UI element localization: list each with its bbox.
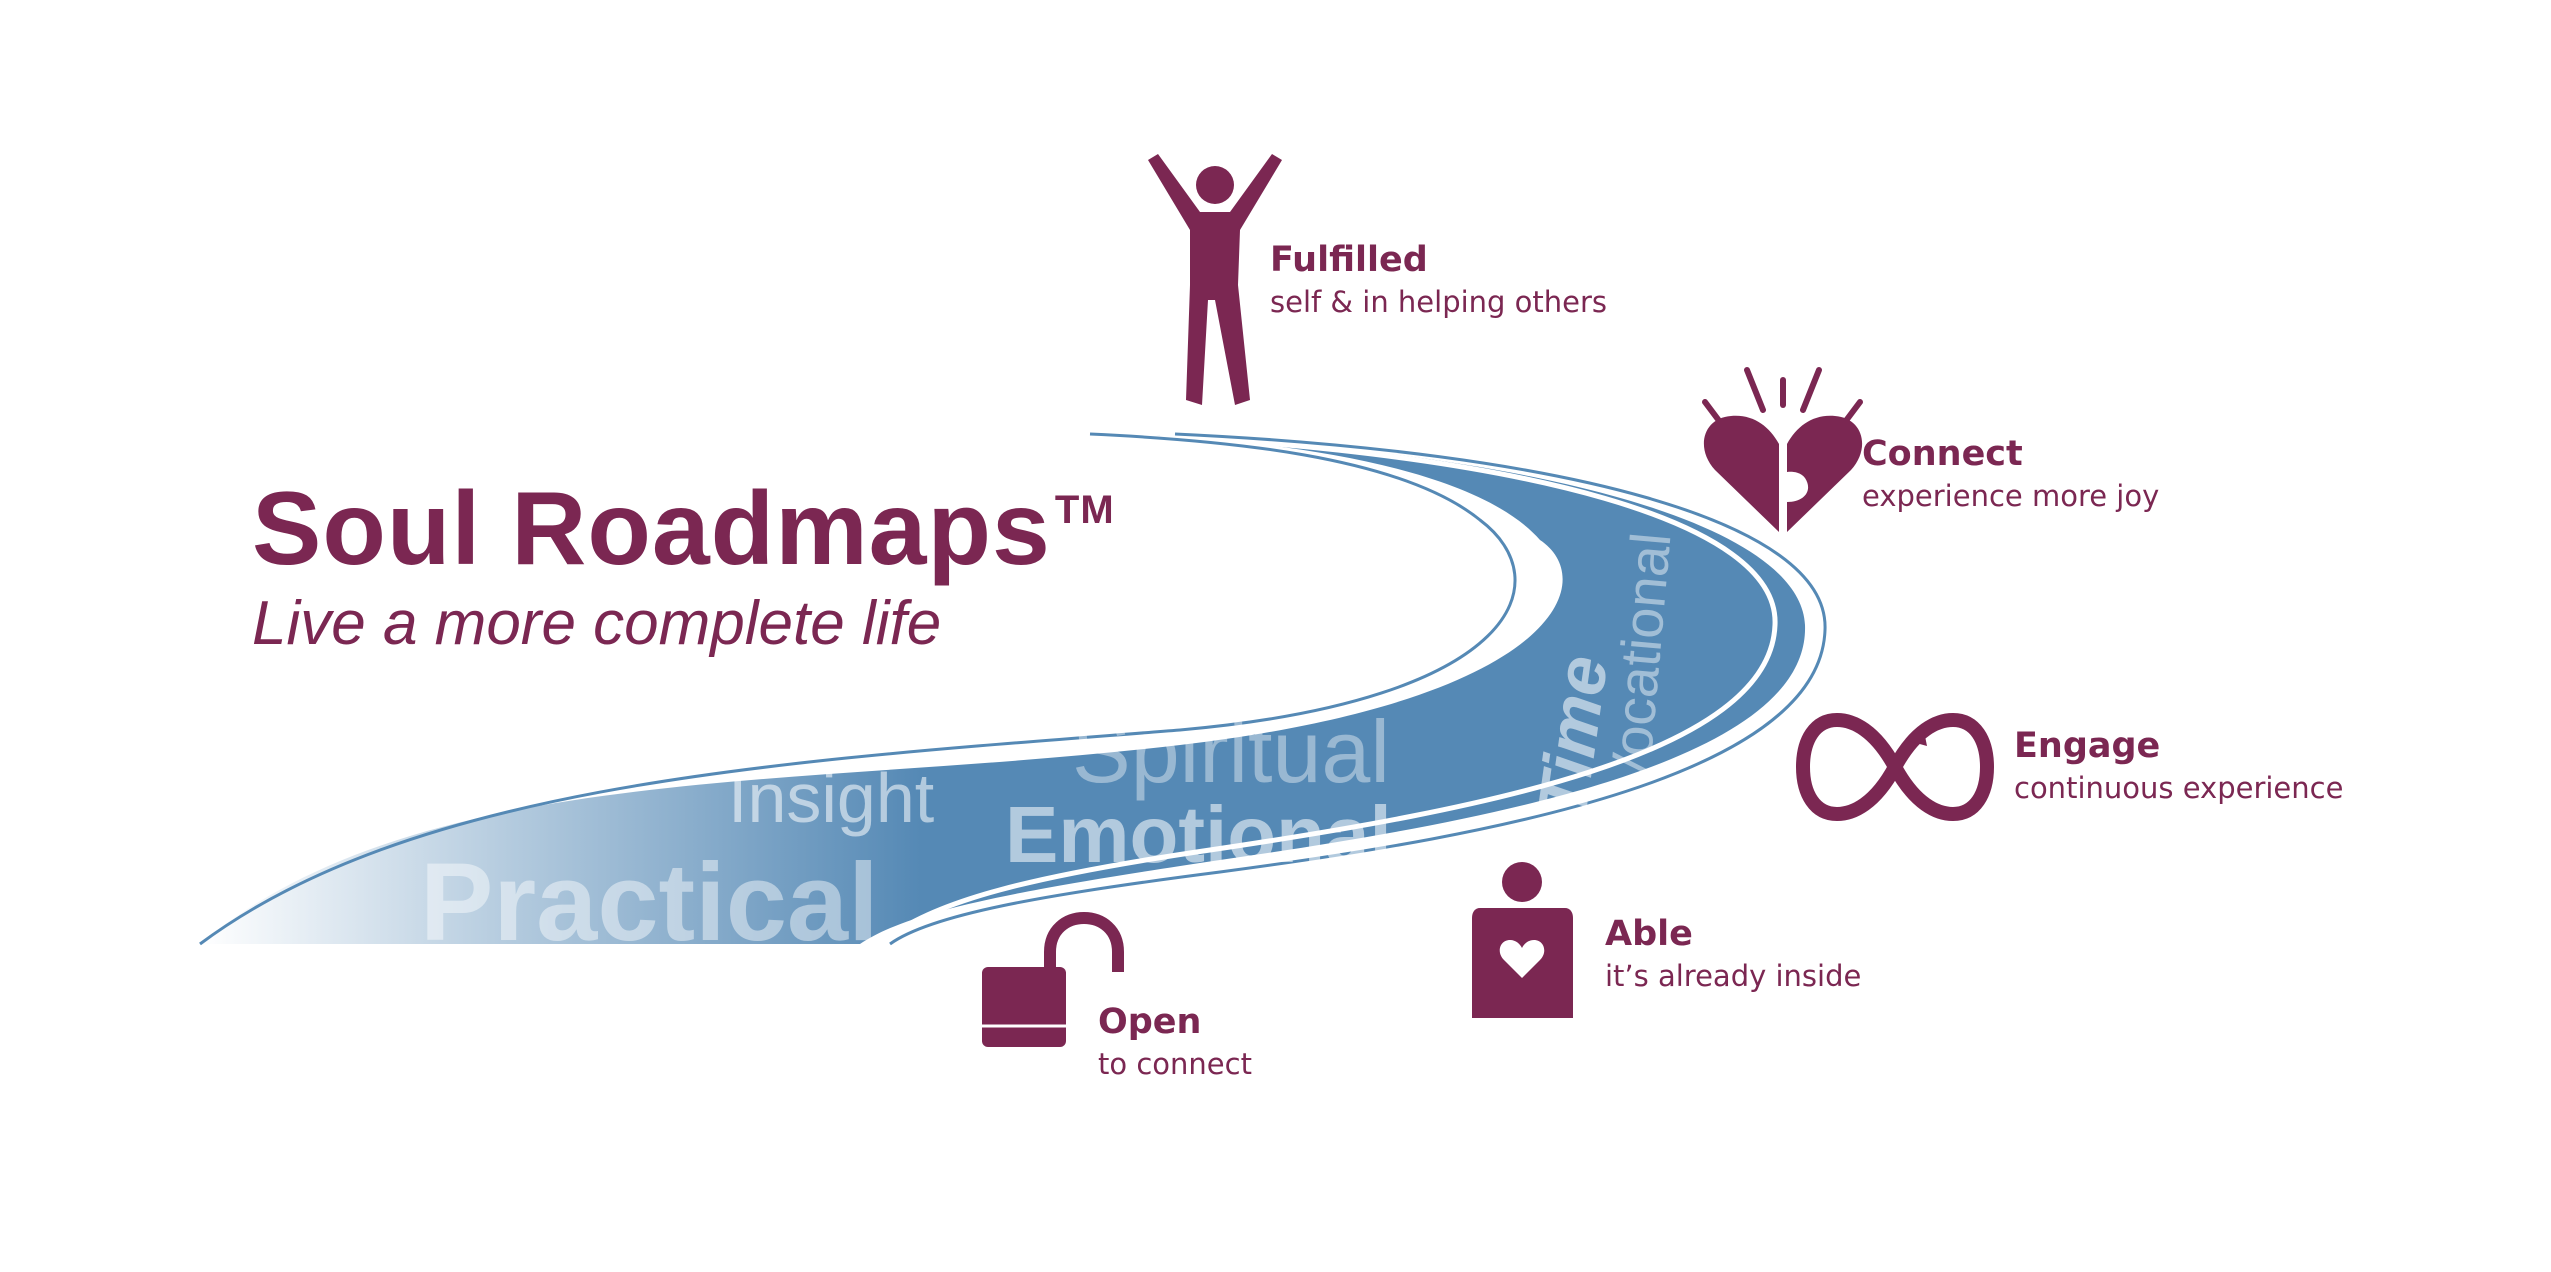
road-word-insight: Insight xyxy=(728,759,934,837)
stage-name: Able xyxy=(1605,914,1693,954)
stage-desc: experience more joy xyxy=(1862,479,2160,513)
infinity-loop-icon xyxy=(1795,712,1995,822)
stage-desc: self & in helping others xyxy=(1270,285,1608,319)
road-word-emotional: Emotional xyxy=(1005,790,1392,879)
puzzle-heart-icon xyxy=(1702,367,1863,532)
road-center-line xyxy=(878,433,1778,946)
stage-engage: Engage continuous experience xyxy=(2014,724,2343,808)
stage-able: Able it’s already inside xyxy=(1605,912,1861,996)
stage-name: Fulfilled xyxy=(1270,240,1428,280)
stage-open: Open to connect xyxy=(1098,1000,1252,1084)
arms-raised-person-icon xyxy=(1148,154,1282,405)
page-tagline: Live a more complete life xyxy=(252,589,942,658)
road-word-practical: Practical xyxy=(420,841,879,964)
road-border-left xyxy=(199,432,1517,946)
stage-desc: continuous experience xyxy=(2014,771,2344,805)
stage-name: Engage xyxy=(2014,726,2161,766)
stage-name: Connect xyxy=(1862,434,2023,474)
stage-connect: Connect experience more joy xyxy=(1862,432,2159,516)
stage-desc: to connect xyxy=(1098,1047,1252,1081)
person-heart-icon xyxy=(1472,862,1573,1018)
road-border-right xyxy=(889,432,1827,946)
road-word-spiritual: Spiritual xyxy=(1072,702,1390,801)
stage-desc: it’s already inside xyxy=(1605,959,1862,993)
stage-fulfilled: Fulfilled self & in helping others xyxy=(1270,238,1607,322)
stage-name: Open xyxy=(1098,1002,1202,1042)
trademark-mark: TM xyxy=(1054,488,1115,532)
open-padlock-icon xyxy=(982,912,1124,1047)
